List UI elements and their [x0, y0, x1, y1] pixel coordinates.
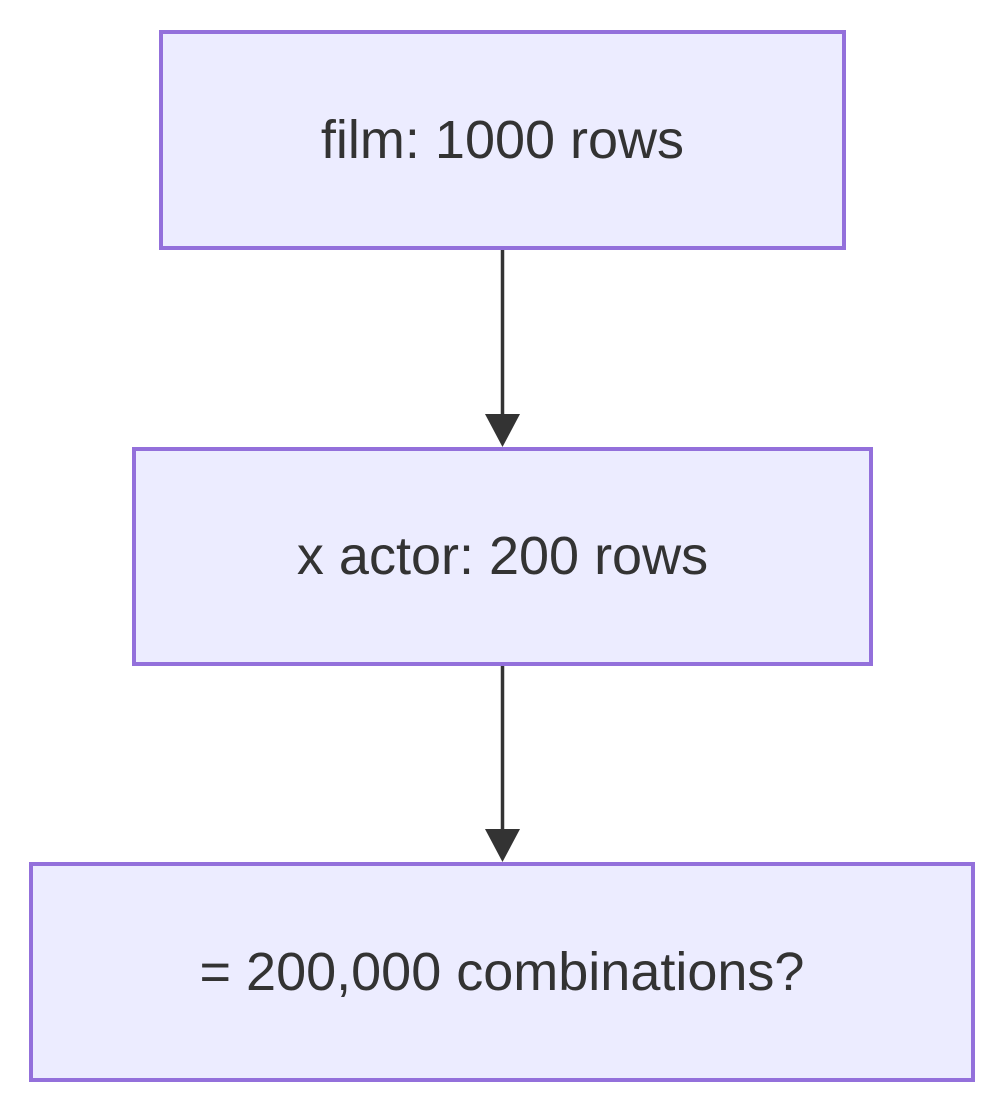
node-combinations: = 200,000 combinations? — [29, 862, 975, 1082]
node-combinations-label: = 200,000 combinations? — [199, 941, 805, 1002]
arrowhead-down-icon — [485, 414, 520, 447]
node-film-label: film: 1000 rows — [320, 109, 685, 170]
node-actor: x actor: 200 rows — [132, 447, 873, 666]
node-actor-label: x actor: 200 rows — [296, 526, 709, 587]
node-film: film: 1000 rows — [159, 30, 846, 250]
arrowhead-down-icon — [485, 829, 520, 862]
edge-actor-to-combinations — [485, 666, 520, 862]
edge-film-to-actor — [485, 250, 520, 447]
